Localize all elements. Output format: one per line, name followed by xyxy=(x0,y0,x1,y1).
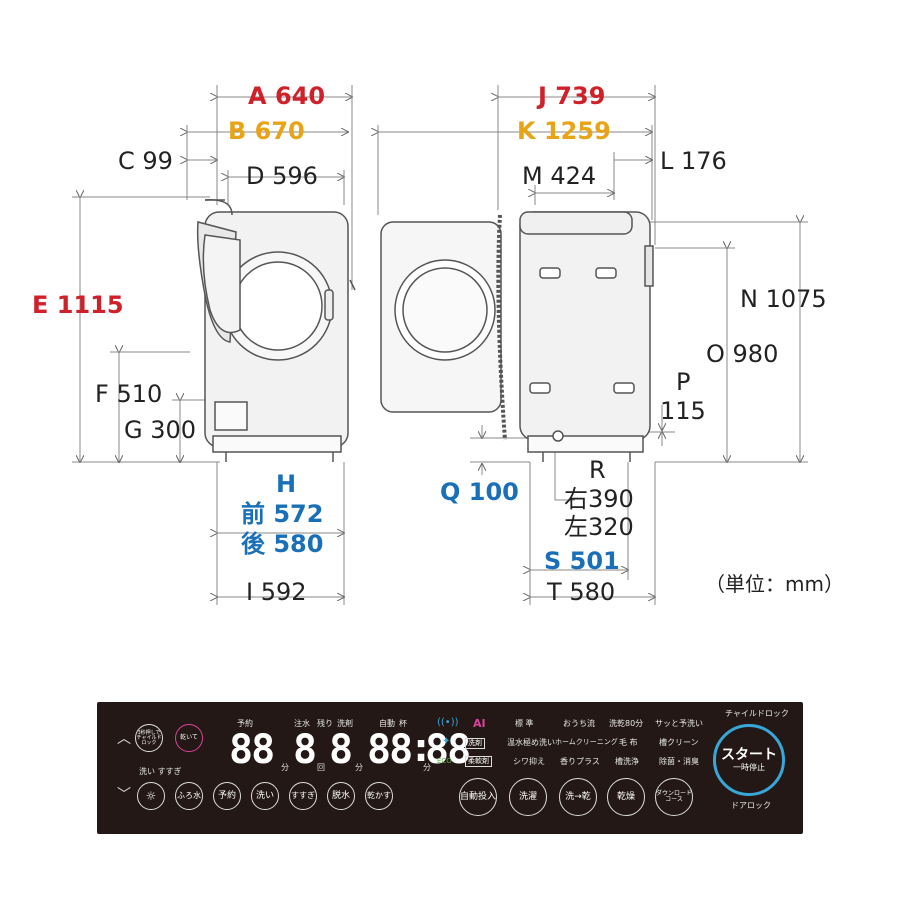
course-r3-1[interactable]: シワ抑え xyxy=(513,757,545,766)
indicator-remain: 残り xyxy=(317,719,333,728)
dim-a-label: A 640 xyxy=(248,82,326,110)
dim-c-label: C 99 xyxy=(118,147,173,175)
reserve-button[interactable]: 予約 xyxy=(213,782,241,810)
dim-i-label: I 592 xyxy=(246,578,307,606)
dim-r-left: 左320 xyxy=(564,513,634,541)
dim-g-label: G 300 xyxy=(124,416,197,444)
softener-box: 柔軟剤 xyxy=(465,756,492,767)
course-r3-3[interactable]: 槽洗浄 xyxy=(615,757,639,766)
dim-h-front: 前 572 xyxy=(241,500,324,528)
dim-e-label: E 1115 xyxy=(32,291,124,319)
dim-m-label: M 424 xyxy=(522,162,597,190)
indicator-detergent: 洗剤 xyxy=(337,719,353,728)
dim-p-letter: P xyxy=(676,368,691,396)
led-digits-2: 8 xyxy=(293,727,317,773)
front-view-machine xyxy=(196,199,356,462)
dim-l-label: L 176 xyxy=(660,147,727,175)
course-r2-1[interactable]: 温水極め洗い xyxy=(507,738,555,747)
chevron-down-icon[interactable]: ﹀ xyxy=(117,787,131,803)
spin-button[interactable]: 脱水 xyxy=(327,782,355,810)
chevron-up-icon[interactable]: ︿ xyxy=(117,731,131,747)
dim-d-label: D 596 xyxy=(246,162,318,190)
dim-b-label: B 670 xyxy=(228,117,305,145)
dim-h-back: 後 580 xyxy=(241,530,324,558)
bath-water-button[interactable]: ふろ水 xyxy=(175,782,203,810)
door-lock-label: ドアロック xyxy=(731,801,771,810)
wifi-icon: ((•)) xyxy=(437,717,459,728)
course-r3-4[interactable]: 除菌・消臭 xyxy=(659,757,699,766)
light-icon[interactable]: ☼ xyxy=(137,782,165,810)
course-r2-3[interactable]: 毛 布 xyxy=(619,738,638,747)
dim-o-label: O 980 xyxy=(706,340,779,368)
control-panel: ︿ ﹀ 3秒押しでチャイルドロック 乾いて 予約 注水 残り 洗剤 自動 杯 洗… xyxy=(97,702,803,834)
ai-label: AI xyxy=(473,717,486,730)
indicator-auto: 自動 xyxy=(379,719,395,728)
course-r1-1[interactable]: 標 準 xyxy=(515,719,534,728)
dim-k-label: K 1259 xyxy=(517,117,611,145)
dry-course-button[interactable]: 乾燥 xyxy=(607,778,645,816)
course-r2-2[interactable]: ホームクリーニング xyxy=(555,738,618,746)
unit-note: （単位：mm） xyxy=(705,572,844,596)
start-label: スタート xyxy=(721,746,777,763)
led-digits-1: 88 xyxy=(229,727,275,773)
dim-r-right: 右390 xyxy=(564,485,634,513)
start-button[interactable]: スタート 一時停止 xyxy=(713,724,785,796)
led-unit-1: 分 xyxy=(281,763,289,772)
indicator-reserve: 予約 xyxy=(237,719,253,728)
led-digits-4: 88 xyxy=(367,727,413,773)
course-r1-4[interactable]: サッと予洗い xyxy=(655,719,703,728)
child-lock-label: チャイルドロック xyxy=(725,709,789,718)
auto-dose-button[interactable]: 自動投入 xyxy=(459,778,497,816)
wash-button[interactable]: 洗い xyxy=(251,782,279,810)
indicator-water: 注水 xyxy=(294,719,310,728)
wash-dry-button[interactable]: 洗→乾 xyxy=(559,778,597,816)
dim-h-letter: H xyxy=(276,470,297,498)
led-colon: : xyxy=(409,725,433,771)
dim-r-letter: R xyxy=(589,456,606,484)
wash-course-button[interactable]: 洗濯 xyxy=(509,778,547,816)
side-view-machine xyxy=(380,211,654,462)
indicator-wash-rinse: 洗い すすぎ xyxy=(139,767,182,776)
dry-button[interactable]: 乾かす xyxy=(365,782,393,810)
sparkle-icon: ✦ xyxy=(442,736,451,747)
dim-q-label: Q 100 xyxy=(440,478,519,506)
rinse-button[interactable]: すすぎ xyxy=(289,782,317,810)
led-unit-2: 回 xyxy=(317,763,325,772)
pause-label: 一時停止 xyxy=(733,762,765,772)
led-digits-5: 88 xyxy=(425,727,471,773)
led-digits-3: 8 xyxy=(329,727,353,773)
course-r1-3[interactable]: 洗乾80分 xyxy=(609,719,644,728)
eco-label: ECO xyxy=(437,757,452,765)
indicator-cup: 杯 xyxy=(399,719,407,728)
dim-s-label: S 501 xyxy=(544,547,620,575)
course-r3-2[interactable]: 香りプラス xyxy=(560,757,600,766)
course-r2-4[interactable]: 槽クリーン xyxy=(659,738,699,747)
led-unit-3: 分 xyxy=(355,763,363,772)
dim-p-value: 115 xyxy=(660,397,706,425)
download-course-button[interactable]: ダウンロードコース xyxy=(655,778,693,816)
dim-j-label: J 739 xyxy=(538,82,606,110)
dim-f-label: F 510 xyxy=(95,380,163,408)
led-unit-4: 分 xyxy=(423,763,431,772)
dim-n-label: N 1075 xyxy=(740,285,827,313)
detergent-box: 洗剤 xyxy=(465,738,485,749)
dimension-diagram xyxy=(72,85,808,605)
dim-t-label: T 580 xyxy=(547,578,616,606)
course-r1-2[interactable]: おうち流 xyxy=(563,719,595,728)
dry-badge[interactable]: 乾いて xyxy=(175,724,203,752)
child-lock-badge[interactable]: 3秒押しでチャイルドロック xyxy=(135,724,163,752)
